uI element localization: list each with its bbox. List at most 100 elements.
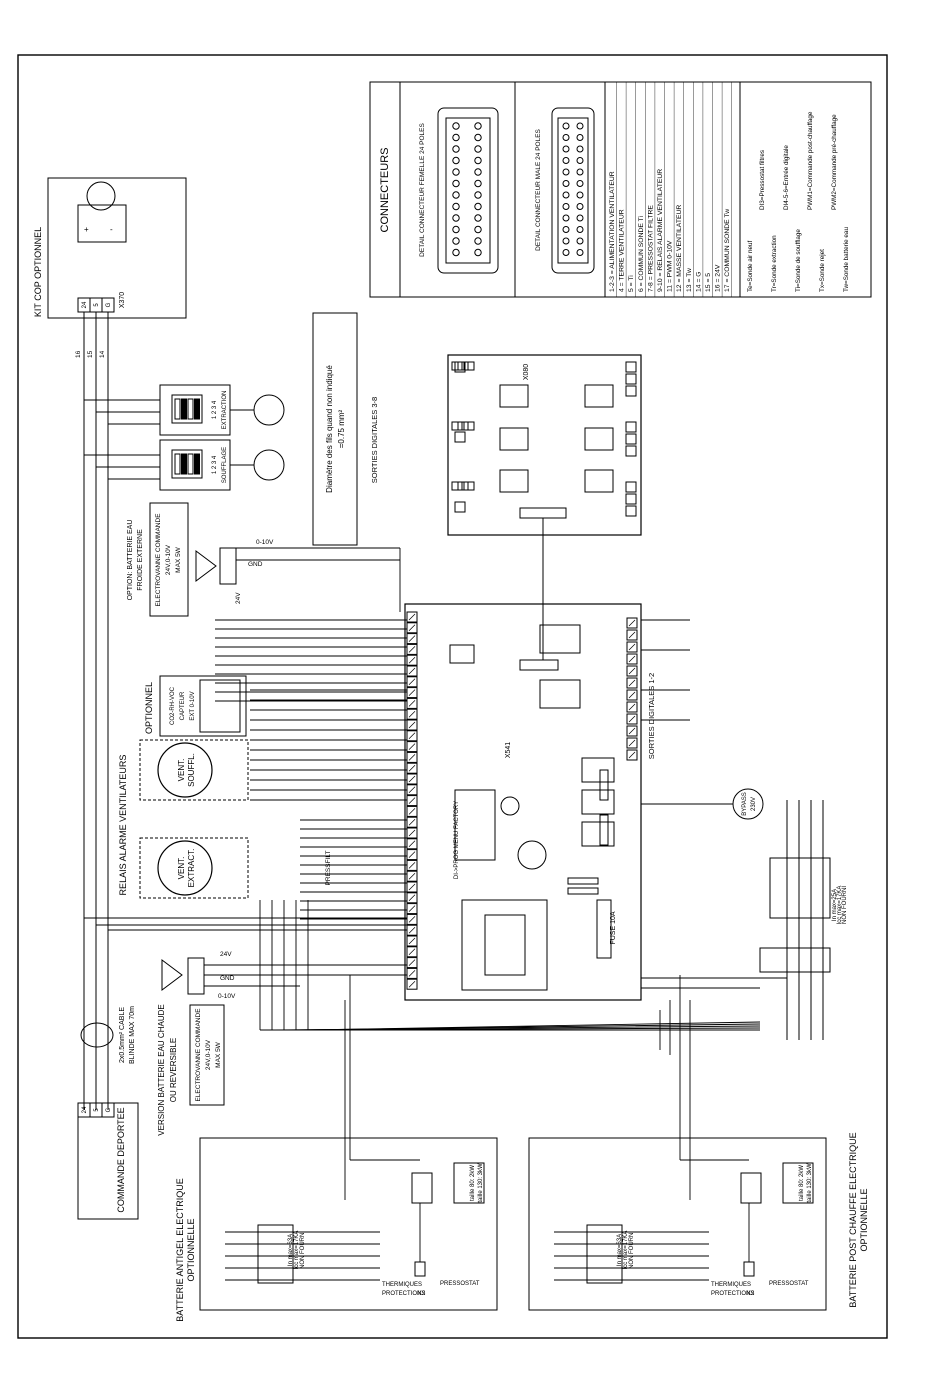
terminal [406,870,418,882]
connector-pin [576,226,584,233]
connector-pin [452,225,460,234]
connector-pin [452,214,460,222]
version-eau-l4: 24V,0-10V [205,1039,212,1070]
optionnel-l1: CO2-RH-VOC [170,686,176,725]
terminal [406,762,418,774]
terminal [625,481,637,493]
terminal [457,421,469,431]
terminal [406,946,418,958]
relay [499,384,529,408]
bypass-l1: BYPASS [742,792,748,816]
sheet-frame [17,54,888,1339]
x080-relay-board: X080 SORTIES DIGITALES 3-8 [370,354,642,660]
connector-pin [562,226,570,233]
kit-cop-pin-24: 24 [82,301,88,308]
prog-menu-label: DI->PROG MENU FACTORY [454,801,460,879]
terminal [406,708,418,720]
post-thermiques: THERMIQUES [711,1282,751,1288]
connector-pin [562,249,570,256]
kit-cop-block: KIT COP OPTIONNEL + - 24 5 G X370 16 15 … [33,177,187,358]
sorties-1-2-label: SORTIES DIGITALES 1-2 [647,673,656,759]
legend-right-item: PWM2=Commande pré-chauffage [831,114,838,210]
connector-pin [474,248,482,257]
fan-extract-l2: EXTRACT. [187,849,196,888]
label-24v-bottom: 24V [220,951,232,958]
antigel-title-2: OPTIONNELLE [186,1218,196,1281]
relais-alarme-label: RELAIS ALARME VENTILATEURS [118,755,128,896]
connector-pin [562,168,570,176]
extraction-fan-icon [253,394,285,426]
terminal [625,361,637,373]
connector-list-item: 13 = Tw [686,268,693,292]
connector-pin [474,168,482,176]
connector-list-item: 5 = Ti [628,275,635,292]
post-taille-2: taille 130: 3kW [807,1163,813,1203]
connector-list-item: 1-2-3 = ALIMENTATION VENTILATEUR [609,171,616,292]
option-eau-l4: 24V,0-10V [165,544,172,575]
version-eau-l5: MAX 5W [215,1041,222,1068]
dip-switch [174,453,181,475]
terminal [625,445,637,457]
antigel-k2: K2 [418,1291,426,1297]
legend-right-item: DI4-5-6=Entrée digitale [783,145,790,210]
terminal [406,741,418,753]
terminal [463,481,475,491]
terminal [626,665,638,677]
connector-pin [452,179,460,188]
connector-pin [452,145,460,153]
post-pressostat: PRESSOSTAT [769,1281,809,1287]
version-eau-l2: OU REVERSIBLE [169,1038,178,1102]
terminal [626,689,638,701]
terminal [406,643,418,655]
connector-pin [474,179,482,188]
male-connector-label: DETAIL CONNECTEUR MALE 24 POLES [535,128,542,250]
post-title-1: BATTERIE POST CHAUFFE ELECTRIQUE [848,1132,858,1307]
connecteurs-title: CONNECTEURS [379,148,391,233]
antigel-title-1: BATTERIE ANTIGEL ELECTRIQUE [175,1178,185,1322]
antigel-taille-2: taille 130: 3kW [478,1163,484,1203]
connector-pin [452,122,460,130]
connector-pin [474,237,482,245]
connector-pin [562,145,570,153]
relay [499,427,529,451]
antigel-pressostat: PRESSOSTAT [440,1281,480,1287]
cmd-pin-24: 24 [82,1106,88,1113]
connector-pin [562,180,570,187]
terminal [625,433,637,445]
terminal [406,611,418,623]
fan-extraction-icon [157,840,213,896]
connector-list-item: 17 = COMMUN SONDE Tw [724,209,731,292]
wiring [84,547,761,1281]
terminal [626,629,638,641]
antigel-nf: NON FOURNI [300,1231,306,1269]
terminal [626,653,638,665]
terminal [406,903,418,915]
connector-pin [474,145,482,153]
connector-pin [474,214,482,222]
alim-in-max: In max=25A [832,889,838,921]
fans: RELAIS ALARME VENTILATEURS VENT. SOUFFL.… [118,739,332,899]
option-eau-l1: OPTION: BATTERIE EAU [127,520,134,601]
note-line-2: =0.75 mm² [337,409,346,448]
terminal [406,654,418,666]
terminal [626,749,638,761]
connector-pin [474,202,482,211]
terminal [406,827,418,839]
terminal [463,361,475,371]
cmd-pin-5: 5 [94,1108,100,1112]
version-eau-l3: ELECTROVANNE COMMANDE [195,1008,202,1102]
post-in: In max=63A [617,1234,623,1266]
dip-switch [194,398,200,420]
connector-pin [576,157,584,164]
terminal [406,676,418,688]
terminal [457,361,469,371]
connector-pin [562,214,570,222]
cable-spec: 2x0.5mm² CABLE [119,1007,126,1063]
female-connector-label: DETAIL CONNECTEUR FEMELLE 24 POLES [419,123,426,257]
cmd-pin-g: G [106,1107,112,1112]
terminal [406,849,418,861]
dip-switch [174,398,181,420]
terminal [406,816,418,828]
pressfilt-label: PRESSFILT [325,851,332,886]
